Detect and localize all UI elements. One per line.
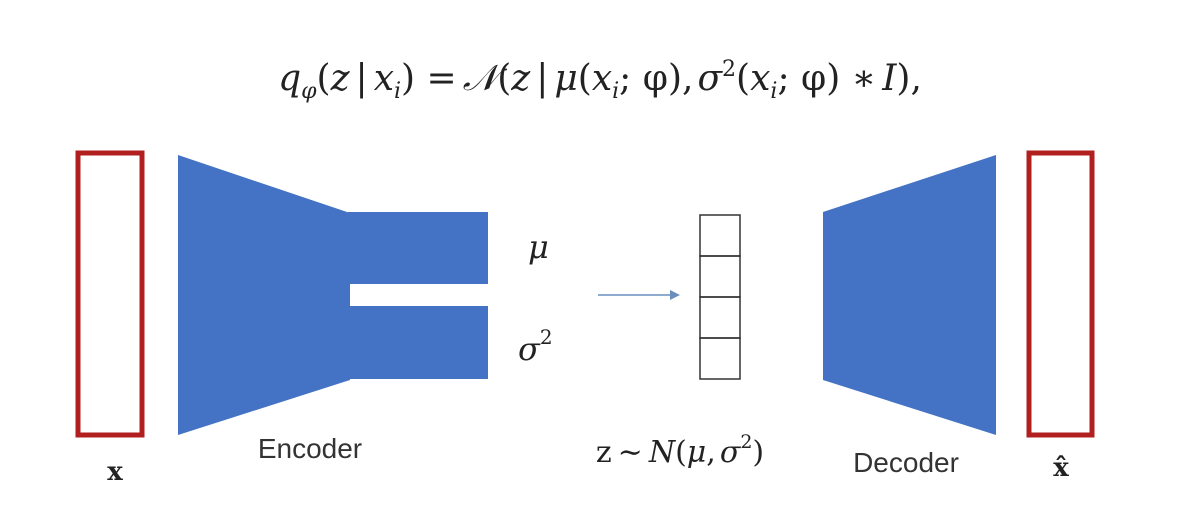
x-label: x	[107, 457, 123, 487]
sampling-label: z∼N(μ,σ2)	[596, 431, 764, 470]
mu-block	[348, 212, 488, 284]
sigma-squared-label: σ2	[518, 325, 553, 368]
latent-vector-z	[699, 214, 741, 380]
formula: qφ(z|xi) =𝒩(z|μ(xi; φ),σ2(xi; φ) ∗I),	[278, 57, 922, 104]
input-vector-box	[75, 150, 145, 438]
encoder-shape	[178, 155, 350, 435]
sigma-block	[348, 306, 488, 379]
x-hat-label: x̂	[1053, 453, 1069, 483]
encoder-label: Encoder	[258, 433, 362, 464]
output-vector-box	[1026, 150, 1095, 438]
decoder-shape	[823, 155, 996, 435]
sampling-arrow-head	[670, 290, 680, 300]
mu-label: μ	[528, 228, 549, 266]
decoder-label: Decoder	[853, 447, 959, 478]
